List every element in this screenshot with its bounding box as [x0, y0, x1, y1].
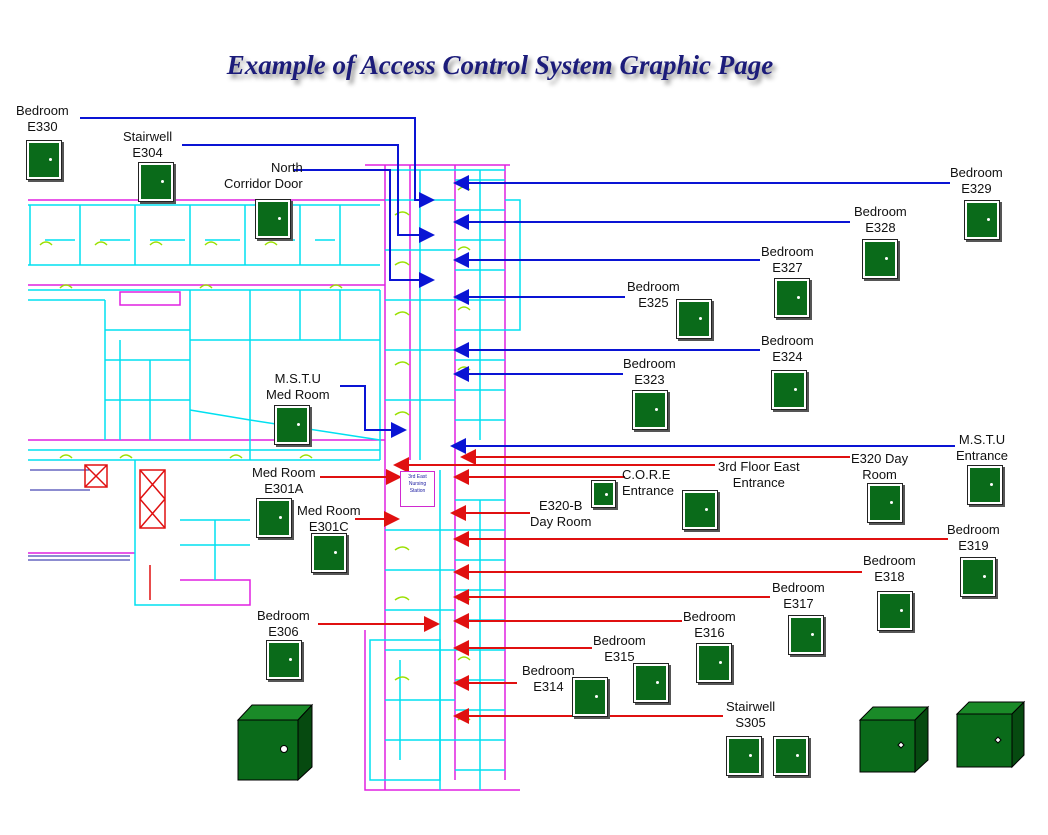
door-icon-e320-dayroom[interactable]: [868, 484, 902, 522]
door-icon-med-e301a[interactable]: [257, 499, 291, 537]
label-bed-e306: Bedroom E306: [257, 608, 310, 639]
cube-left[interactable]: [236, 703, 314, 782]
label-med-e301c: Med Room E301C: [297, 503, 361, 534]
label-stair-s305: Stairwell S305: [726, 699, 776, 730]
door-icon-mstu-med[interactable]: [275, 406, 309, 444]
door-icon-stair-s305-a[interactable]: [727, 737, 761, 775]
label-med-e301a: Med Room E301A: [252, 465, 316, 496]
door-icon-stair-s305-b[interactable]: [774, 737, 808, 775]
label-bed-e328: Bedroom E328: [854, 204, 907, 235]
blue-connectors: [80, 117, 955, 454]
door-icon-floor3-east[interactable]: [683, 491, 717, 529]
label-bed-e317: Bedroom E317: [772, 580, 825, 611]
door-icon-bed-e323[interactable]: [633, 391, 667, 429]
page-title: Example of Access Control System Graphic…: [226, 50, 774, 80]
door-icon-north-corridor[interactable]: [256, 200, 290, 238]
label-bed-e323: Bedroom E323: [623, 356, 676, 387]
door-icon-bed-e314[interactable]: [573, 678, 607, 716]
label-bed-e318: Bedroom E318: [863, 553, 916, 584]
door-icon-bed-e330[interactable]: [27, 141, 61, 179]
door-icon-bed-e327[interactable]: [775, 279, 809, 317]
door-icon-bed-e306[interactable]: [267, 641, 301, 679]
cube-right-2[interactable]: [955, 700, 1026, 769]
label-bed-e316: Bedroom E316: [683, 609, 736, 640]
label-bed-e330: Bedroom E330: [16, 103, 69, 134]
door-icon-bed-e315[interactable]: [634, 664, 668, 702]
label-bed-e327: Bedroom E327: [761, 244, 814, 275]
door-icon-mstu-entrance[interactable]: [968, 466, 1002, 504]
label-bed-e324: Bedroom E324: [761, 333, 814, 364]
label-e320-dayroom: E320 Day Room: [851, 451, 909, 482]
door-icon-stair-e304[interactable]: [139, 163, 173, 201]
door-icon-bed-e316[interactable]: [697, 644, 731, 682]
label-north-corridor: North Corridor Door: [224, 160, 303, 191]
door-icon-bed-e319[interactable]: [961, 558, 995, 596]
label-bed-e325: Bedroom E325: [627, 279, 680, 310]
door-icon-bed-e328[interactable]: [863, 240, 897, 278]
label-bed-e314: Bedroom E314: [522, 663, 575, 694]
label-bed-e315: Bedroom E315: [593, 633, 646, 664]
cube-right-1[interactable]: [858, 705, 930, 774]
door-icon-bed-e318[interactable]: [878, 592, 912, 630]
door-icon-core-entrance[interactable]: [592, 481, 615, 507]
label-stair-e304: Stairwell E304: [123, 129, 173, 160]
label-floor3-east: 3rd Floor East Entrance: [718, 459, 800, 490]
red-connectors: [318, 449, 948, 724]
door-icon-bed-e325[interactable]: [677, 300, 711, 338]
door-icon-bed-e324[interactable]: [772, 371, 806, 409]
label-mstu-med: M.S.T.U Med Room: [266, 371, 330, 402]
door-icon-bed-e329[interactable]: [965, 201, 999, 239]
nursing-station-label: 3rd East Nursing Station: [400, 471, 435, 507]
label-bed-e319: Bedroom E319: [947, 522, 1000, 553]
label-core-entrance: C.O.R.E Entrance: [622, 467, 675, 498]
label-bed-e329: Bedroom E329: [950, 165, 1003, 196]
door-icon-bed-e317[interactable]: [789, 616, 823, 654]
label-e320b-dayroom: E320-B Day Room: [530, 498, 592, 529]
door-icon-med-e301c[interactable]: [312, 534, 346, 572]
label-mstu-entrance: M.S.T.U Entrance: [956, 432, 1009, 463]
floor-plan: [28, 164, 521, 791]
